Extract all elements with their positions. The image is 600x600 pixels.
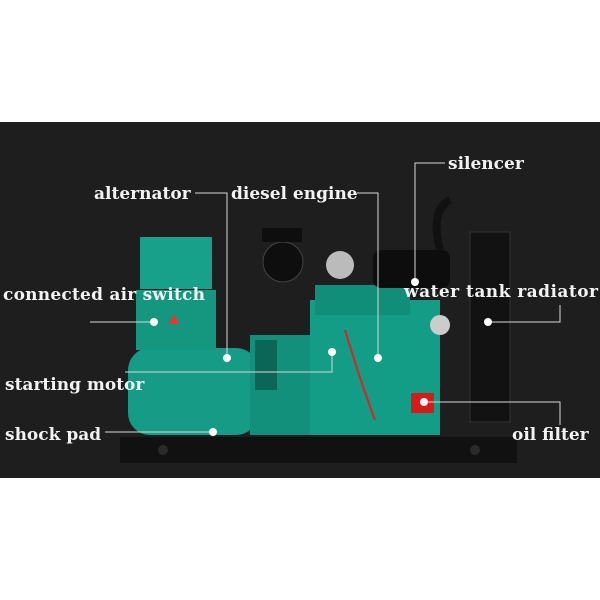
- alternator-body: [128, 348, 258, 435]
- oil-filter-dot: [420, 398, 428, 406]
- base-frame: [120, 437, 517, 463]
- radiator-dot: [484, 318, 492, 326]
- radiator-body: [469, 231, 511, 423]
- silencer-dot: [411, 278, 419, 286]
- label-silencer: silencer: [448, 154, 525, 174]
- diesel-engine-dot: [374, 354, 382, 362]
- silencer-leader: [414, 162, 445, 282]
- label-starting-motor: starting motor: [5, 375, 145, 395]
- engine-block: [310, 300, 440, 435]
- air-switch-top: [140, 237, 212, 289]
- starting-motor-leader: [125, 355, 333, 373]
- label-diesel-engine: diesel engine: [231, 184, 358, 204]
- label-connected-air-switch: connected air switch: [3, 285, 205, 305]
- oil-filter-leader: [424, 401, 561, 425]
- shock-pad-dot: [209, 428, 217, 436]
- radiator-leader: [488, 305, 561, 323]
- label-alternator: alternator: [94, 184, 192, 204]
- alternator-leader: [195, 192, 228, 358]
- diesel-engine-leader: [357, 192, 379, 358]
- air-switch-dot: [150, 318, 158, 326]
- silencer-body: [373, 250, 450, 288]
- label-water-tank-radiator: water tank radiator: [403, 282, 599, 302]
- label-shock-pad: shock pad: [5, 425, 101, 445]
- starting-motor-dot: [328, 348, 336, 356]
- label-oil-filter: oil filter: [512, 425, 590, 445]
- alternator-dot: [223, 354, 231, 362]
- generator-illustration: [120, 196, 517, 463]
